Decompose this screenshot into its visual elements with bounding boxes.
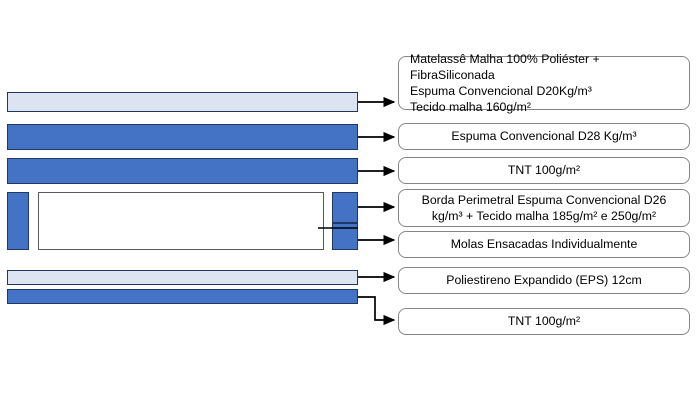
label-borda-perimetral: Borda Perimetral Espuma Convencional D26…: [398, 189, 690, 227]
perimeter-border-left: [7, 192, 29, 250]
perimeter-border-right: [332, 192, 358, 223]
top-quilt-layer: [7, 92, 358, 112]
tnt-upper-layer: [7, 158, 358, 184]
label-espuma-d28: Espuma Convencional D28 Kg/m³: [398, 123, 690, 150]
label-tnt-upper: TNT 100g/m²: [398, 157, 690, 184]
label-tnt-lower: TNT 100g/m²: [398, 308, 690, 335]
label-molas-ensacadas: Molas Ensacadas Individualmente: [398, 231, 690, 258]
label-matelasse: Matelassê Malha 100% Poliéster + FibraSi…: [398, 52, 690, 114]
pocket-spring-core: [38, 192, 324, 250]
tnt-lower-layer: [7, 289, 358, 304]
label-poliestireno-eps: Poliestireno Expandido (EPS) 12cm: [398, 267, 690, 294]
foam-d28-layer: [7, 124, 358, 150]
pocket-spring-indicator: [332, 223, 358, 250]
eps-layer: [7, 270, 358, 285]
